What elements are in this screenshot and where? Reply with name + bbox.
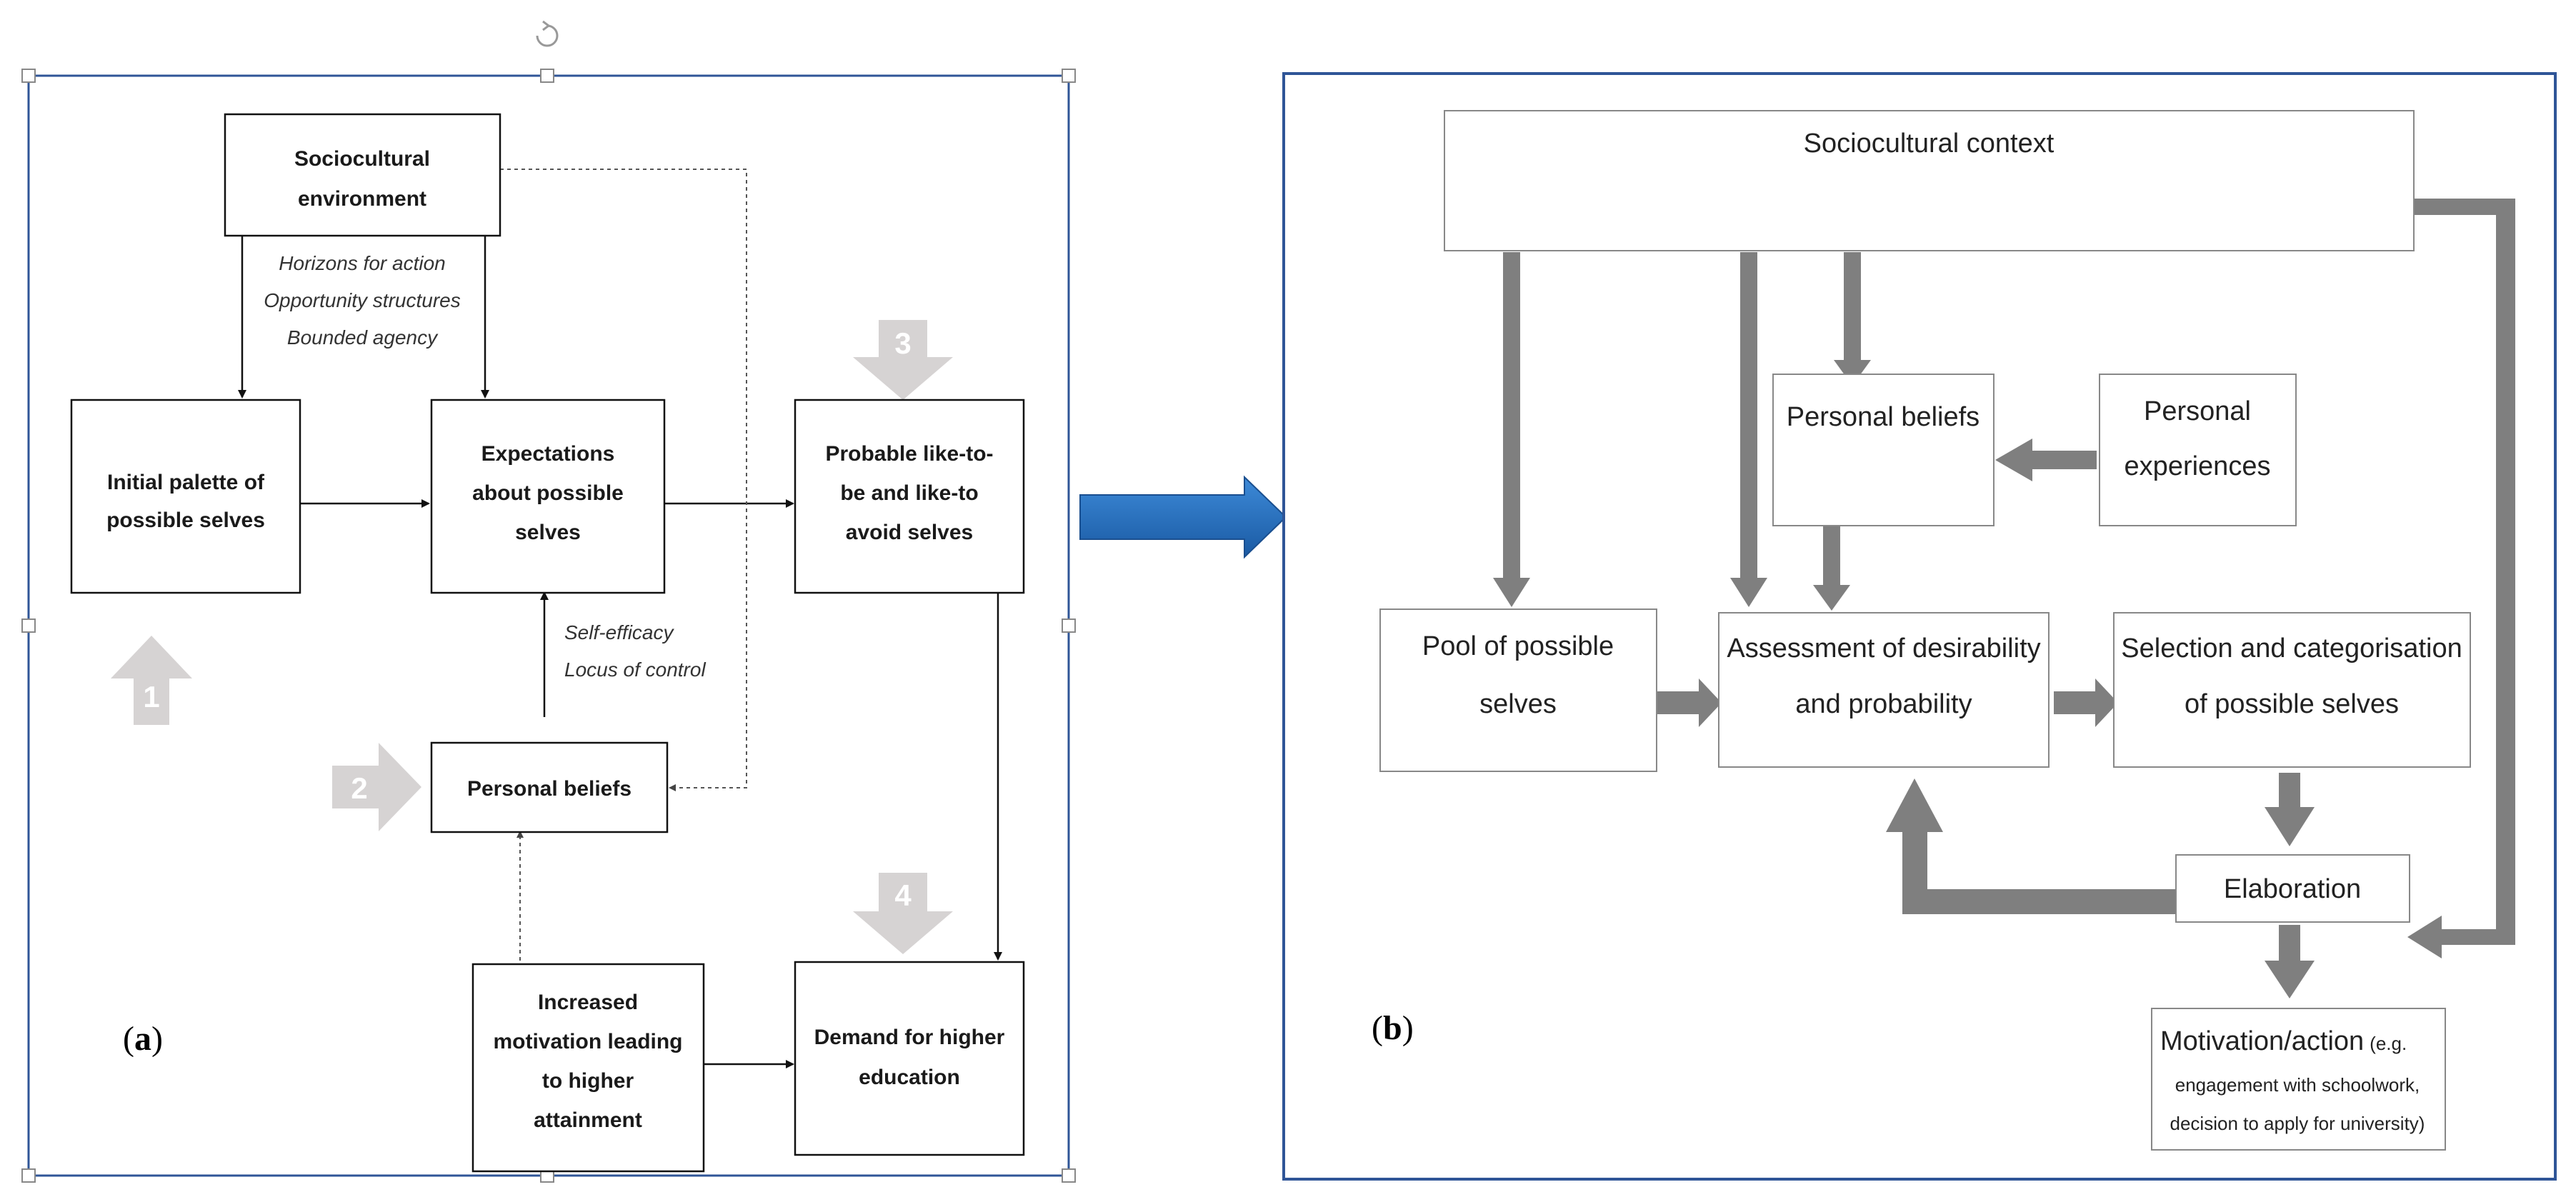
node-label-line: possible selves [106,509,265,532]
node-label-line: Elaboration [2224,874,2361,904]
node-label-line: Sociocultural context [1804,129,2055,159]
panel-a-dotted-connectors [500,169,747,961]
annotation-horizons: Horizons for action Opportunity structur… [264,252,460,349]
node-personal-experiences: Personal experiences [2099,374,2297,526]
panel-b-arrows [1493,199,2515,998]
node-label-line: environment [298,187,426,211]
node-label-line: Personal beliefs [1787,402,1980,432]
node-sociocultural-environment: Sociocultural environment [224,113,501,237]
motivation-note-line: decision to apply for university) [2170,1113,2425,1134]
node-initial-palette: Initial palette of possible selves [70,399,301,594]
node-label-line: Personal [2144,396,2251,426]
annotation-line: Opportunity structures [264,289,460,311]
node-selection-categorisation: Selection and categorisation of possible… [2113,612,2471,768]
transition-arrow-icon [1079,475,1287,559]
annotation-efficacy: Self-efficacy Locus of control [564,621,706,681]
stage-arrow-4: 4 [853,873,953,954]
node-label-line: about possible [472,481,624,505]
rotate-handle-icon[interactable] [536,20,559,47]
node-label-line: be and like-to [840,481,978,505]
node-label-line: to higher [542,1069,634,1093]
stage-number-1: 1 [143,680,159,713]
panel-a-connectors [238,236,1002,1068]
motivation-note-line: (e.g. [2370,1033,2407,1054]
annotation-line: Horizons for action [279,252,445,274]
stage-number-4: 4 [894,878,912,912]
node-label-line: selves [1479,689,1557,719]
node-label-line: attainment [534,1108,642,1132]
node-probable-selves: Probable like-to- be and like-to avoid s… [794,399,1025,594]
node-label-line: Sociocultural [294,147,430,171]
node-label-line: Selection and categorisation [2121,633,2462,663]
node-personal-beliefs-b: Personal beliefs [1772,374,1995,526]
node-pool-possible-selves: Pool of possible selves [1379,608,1657,772]
panel-a-caption: (a) [123,1020,163,1058]
selection-handles[interactable] [21,69,1076,1183]
node-assessment: Assessment of desirability and probabili… [1718,612,2050,768]
motivation-note-line: engagement with schoolwork, [2175,1074,2420,1096]
node-label-line: selves [515,521,581,544]
stage-number-2: 2 [351,771,367,805]
node-personal-beliefs-a: Personal beliefs [430,741,669,833]
node-label-line: Increased [538,991,638,1014]
node-motivation-action: Motivation/action (e.g. engagement with s… [2151,1008,2446,1151]
annotation-line: Locus of control [564,658,706,681]
stage-arrow-2: 2 [332,743,421,831]
node-label-line: motivation leading [493,1030,682,1053]
node-label-line: and probability [1795,689,1972,719]
svg-text:Motivation/action(e.g.: Motivation/action (e.g. [2160,1026,2407,1056]
node-label-line: Expectations [481,442,615,466]
annotation-line: Self-efficacy [564,621,674,643]
motivation-main-label: Motivation/action [2160,1026,2364,1056]
node-label-line: Probable like-to- [825,442,993,466]
node-label-line: Pool of possible [1422,631,1614,661]
node-label-line: experiences [2125,451,2271,481]
node-sociocultural-context: Sociocultural context [1444,110,2415,251]
node-demand-higher-education: Demand for higher education [794,961,1025,1156]
node-increased-motivation: Increased motivation leading to higher a… [471,963,705,1173]
node-label-line: Demand for higher [814,1026,1005,1049]
panel-b-caption-letter: b [1383,1009,1402,1047]
node-label-line: Initial palette of [107,471,265,494]
stage-arrow-1: 1 [111,636,192,725]
node-label-line: Assessment of desirability [1727,633,2040,663]
panel-b-caption: (b) [1372,1009,1414,1047]
stage-arrow-3: 3 [853,320,953,400]
node-elaboration: Elaboration [2175,854,2410,923]
panel-a-caption-letter: a [134,1020,151,1058]
node-label-line: of possible selves [2185,689,2399,719]
node-label-line: Personal beliefs [467,777,631,801]
svg-text:(b): (b) [1372,1009,1414,1047]
node-expectations: Expectations about possible selves [430,399,666,594]
annotation-line: Bounded agency [287,326,439,349]
node-label-line: avoid selves [846,521,973,544]
svg-text:(a): (a) [123,1020,163,1058]
stage-number-3: 3 [894,326,911,360]
panel-a: 1 2 3 4 Socio [21,20,1076,1183]
node-label-line: education [859,1066,960,1089]
panel-b: Sociocultural context Personal beliefs P… [1282,72,2557,1181]
